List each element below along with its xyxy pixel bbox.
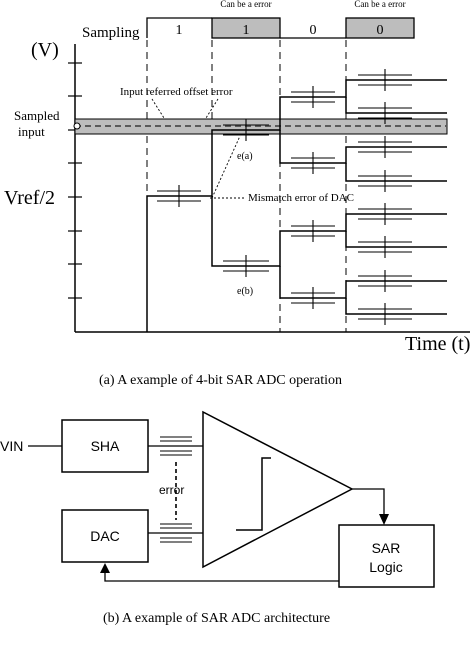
sar-label-line2: Logic <box>369 559 402 575</box>
bit-4-label: 0 <box>377 23 384 38</box>
x-unit-label: Time (t) <box>405 333 470 355</box>
sar-label-line1: SAR <box>372 540 401 556</box>
sampled-input-band: Sampled input <box>14 108 448 139</box>
caption-b: (b) A example of SAR ADC architecture <box>103 611 330 626</box>
e-b-label: e(b) <box>237 286 253 297</box>
error-label: error <box>159 483 184 497</box>
sha-block <box>61 419 149 473</box>
offset-error-label: Input referred offset error <box>120 86 233 98</box>
e-a-label: e(a) <box>237 151 253 162</box>
sampled-input-label-line2: input <box>18 124 45 139</box>
error-note-2: Can be a error <box>354 0 405 9</box>
mismatch-error-label: Mismatch error of DAC <box>248 192 354 204</box>
architecture-diagram: VIN SHA DAC error SAR Logic <box>0 410 435 588</box>
comparator <box>202 410 354 569</box>
bit-1-label: 1 <box>176 23 183 38</box>
vin-label: VIN <box>0 438 23 454</box>
bit-2-box <box>211 17 281 39</box>
dac-label: DAC <box>90 528 120 544</box>
y-unit-label: (V) <box>31 39 59 61</box>
annotations: Input referred offset error Mismatch err… <box>120 86 354 297</box>
error-note-1: Can be a error <box>220 0 271 9</box>
comparator-step-icon <box>236 457 271 531</box>
sha-label: SHA <box>91 438 120 454</box>
bit-4-box <box>345 17 415 39</box>
bit-3-label: 0 <box>310 23 317 38</box>
caption-a: (a) A example of 4-bit SAR ADC operation <box>99 373 342 388</box>
dac-waveform <box>146 79 447 332</box>
axes: (V) Time (t) Vref/2 <box>4 39 470 355</box>
bit-2-label: 1 <box>243 23 250 38</box>
y-ticks <box>68 62 82 299</box>
bit-timeline: Sampling 1 1 0 0 Can be a error Can be a… <box>82 0 415 41</box>
vref-half-label: Vref/2 <box>4 187 55 209</box>
mismatch-error-marks <box>157 69 412 325</box>
input-error-marks <box>160 436 192 543</box>
sampled-input-label-line1: Sampled <box>14 108 60 123</box>
sampling-label: Sampling <box>82 25 140 41</box>
sar-logic-block <box>338 524 435 588</box>
dac-block <box>61 509 149 563</box>
